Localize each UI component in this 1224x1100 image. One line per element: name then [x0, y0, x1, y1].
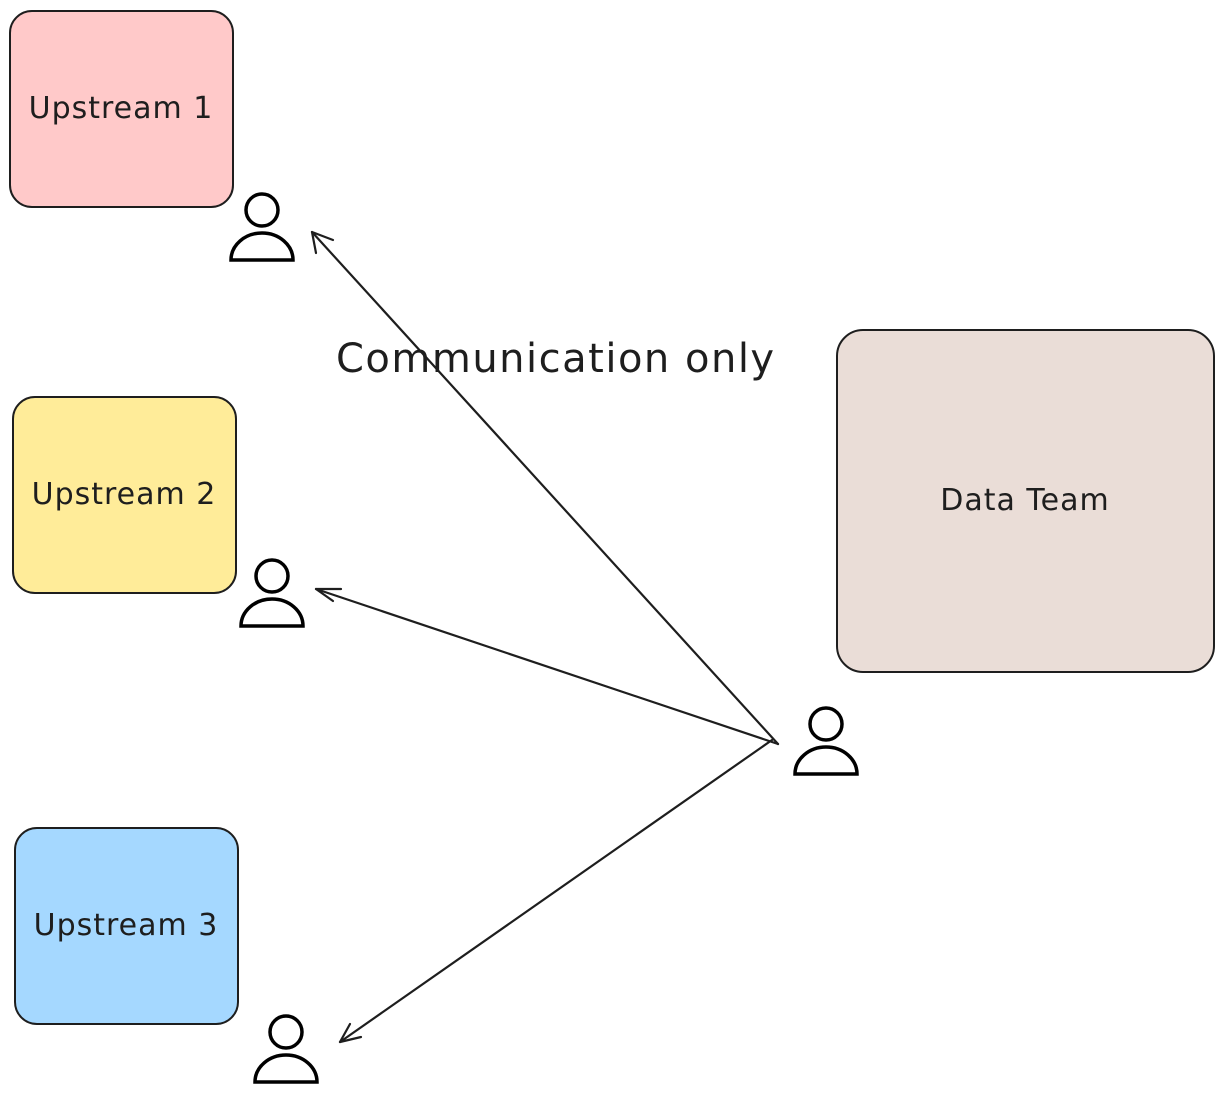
- arrow-to-upstream-2[interactable]: [314, 587, 780, 746]
- person-icon[interactable]: [793, 706, 859, 776]
- arrow-head-icon: [310, 230, 335, 255]
- upstream-3-box-shape: [14, 827, 239, 1025]
- arrow-to-upstream-1[interactable]: [310, 230, 780, 746]
- upstream-1-box[interactable]: Upstream 1: [9, 10, 234, 208]
- person-icon[interactable]: [239, 558, 305, 628]
- upstream-2-box[interactable]: Upstream 2: [12, 396, 237, 594]
- arrow-to-upstream-3[interactable]: [338, 738, 774, 1044]
- upstream-1-box-shape: [9, 10, 234, 208]
- data-team-box-shape: [836, 329, 1215, 673]
- person-icon[interactable]: [253, 1014, 319, 1084]
- upstream-3-box[interactable]: Upstream 3: [14, 827, 239, 1025]
- data-team-label: Data Team: [940, 483, 1109, 518]
- upstream-2-box-shape: [12, 396, 237, 594]
- person-icon[interactable]: [229, 192, 295, 262]
- upstream-2-label: Upstream 2: [32, 477, 217, 512]
- arrow-icon: [310, 230, 780, 746]
- arrow-head-icon: [314, 587, 343, 603]
- arrow-head-icon: [338, 1022, 363, 1044]
- arrow-icon: [338, 738, 774, 1044]
- communication-only-label: Communication only: [336, 336, 776, 382]
- upstream-1-label: Upstream 1: [29, 91, 214, 126]
- data-team-box[interactable]: Data Team: [836, 329, 1215, 673]
- arrow-icon: [314, 587, 780, 746]
- upstream-3-label: Upstream 3: [34, 908, 219, 943]
